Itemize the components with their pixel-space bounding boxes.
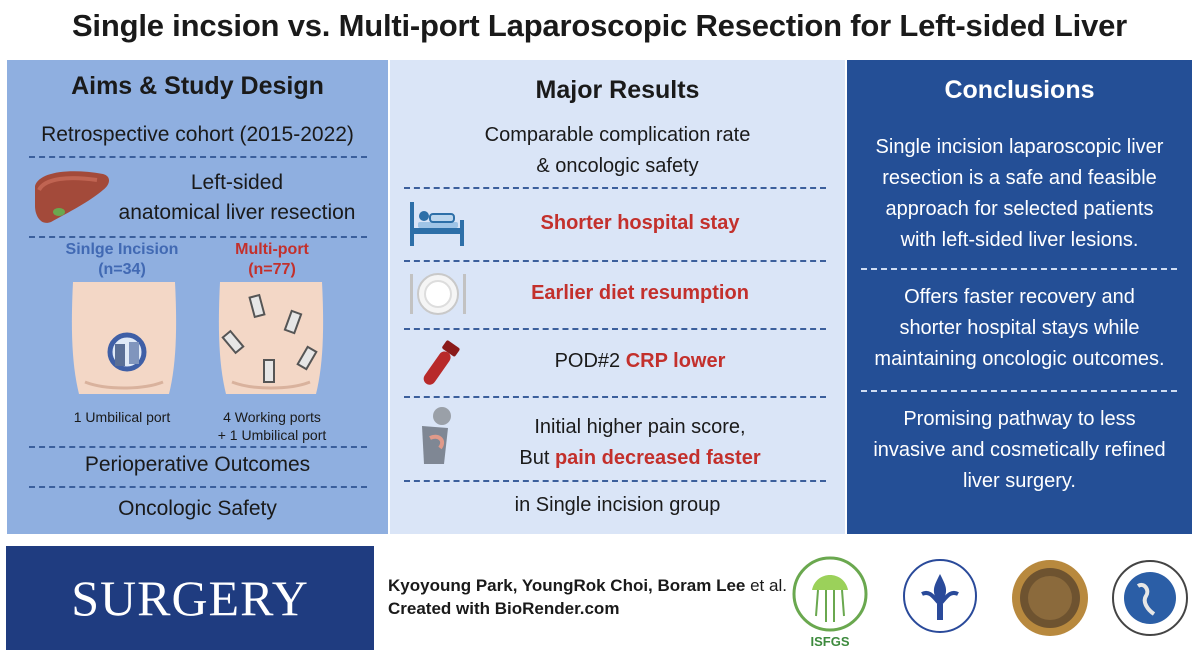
perioperative-outcomes: Perioperative Outcomes xyxy=(84,453,311,476)
conclusions-panel: Conclusions Single incision laparoscopic… xyxy=(847,60,1192,534)
conclusions-heading: Conclusions xyxy=(944,76,1095,104)
comparable-line1: Comparable complication rate xyxy=(484,124,751,146)
single-port-caption: 1 Umbilical port xyxy=(73,409,171,425)
authors-block: Kyoyoung Park, YoungRok Choi, Boram Lee … xyxy=(388,574,787,620)
hospital-stay-text: Shorter hospital stay xyxy=(540,212,740,234)
cohort-text: Retrospective cohort (2015-2022) xyxy=(41,123,354,146)
back-pain-icon xyxy=(422,407,451,464)
crp-text: POD#2 CRP lower xyxy=(470,346,810,377)
resection-line2: anatomical liver resection xyxy=(118,201,356,224)
multi-port-abdomen-icon xyxy=(218,282,324,394)
pain-line2: But pain decreased faster xyxy=(470,443,810,474)
single-incision-label: Sinlge Incision xyxy=(65,241,179,258)
results-panel: Major Results Comparable complication ra… xyxy=(390,60,845,534)
aims-heading: Aims & Study Design xyxy=(71,72,324,100)
divider xyxy=(404,260,826,262)
crp-emphasis: CRP lower xyxy=(625,350,726,372)
liver-icon xyxy=(35,171,109,223)
conclusion-3: Promising pathway to less invasive and c… xyxy=(873,408,1166,492)
divider xyxy=(404,396,826,398)
divider xyxy=(29,446,367,448)
single-port-abdomen-icon xyxy=(71,282,177,394)
conclusion-1: Single incision laparoscopic liver resec… xyxy=(875,136,1164,251)
divider xyxy=(29,486,367,488)
authors-etal: et al. xyxy=(745,576,787,595)
comparable-line2: & oncologic safety xyxy=(536,155,699,177)
divider xyxy=(404,187,826,189)
divider xyxy=(861,268,1177,270)
multi-port-label: Multi-port xyxy=(235,241,309,258)
plate-icon xyxy=(410,273,466,315)
divider xyxy=(404,480,826,482)
diet-resumption-text: Earlier diet resumption xyxy=(531,282,749,304)
multi-port-caption-line2: + 1 Umbilical port xyxy=(217,427,327,443)
aims-panel: Aims & Study Design Retrospective cohort… xyxy=(7,60,388,534)
multi-port-n: (n=77) xyxy=(248,261,296,278)
pain-line1: Initial higher pain score, xyxy=(534,416,746,438)
single-incision-n: (n=34) xyxy=(98,261,146,278)
journal-logo: SURGERY xyxy=(6,546,374,650)
hospital-bed-icon xyxy=(410,202,464,246)
blood-tube-icon xyxy=(423,340,460,385)
authors-names: Kyoyoung Park, YoungRok Choi, Boram Lee xyxy=(388,576,746,595)
central-surgical-logo xyxy=(1012,560,1088,636)
isfgs-logo-text: ISFGS xyxy=(810,634,849,649)
oncologic-safety: Oncologic Safety xyxy=(118,497,277,520)
divider xyxy=(29,156,367,158)
crp-prefix: POD#2 xyxy=(554,350,626,372)
endocrine-surgeons-logo xyxy=(1112,560,1188,636)
resection-line1: Left-sided xyxy=(190,171,284,194)
pain-emphasis: pain decreased faster xyxy=(554,447,761,469)
conclusion-2: Offers faster recovery and shorter hospi… xyxy=(874,286,1165,370)
created-with: Created with BioRender.com xyxy=(388,599,620,618)
isfgs-logo: ISFGS xyxy=(792,556,868,649)
divider xyxy=(29,236,367,238)
page-title: Single incsion vs. Multi-port Laparoscop… xyxy=(71,8,1128,43)
pain-prefix: But xyxy=(519,447,555,469)
university-society-logo xyxy=(903,559,977,633)
authors-line: Kyoyoung Park, YoungRok Choi, Boram Lee … xyxy=(388,574,787,597)
group-text: in Single incision group xyxy=(514,494,721,516)
divider xyxy=(861,390,1177,392)
divider xyxy=(404,328,826,330)
results-heading: Major Results xyxy=(535,76,700,104)
multi-port-caption-line1: 4 Working ports xyxy=(223,409,321,425)
